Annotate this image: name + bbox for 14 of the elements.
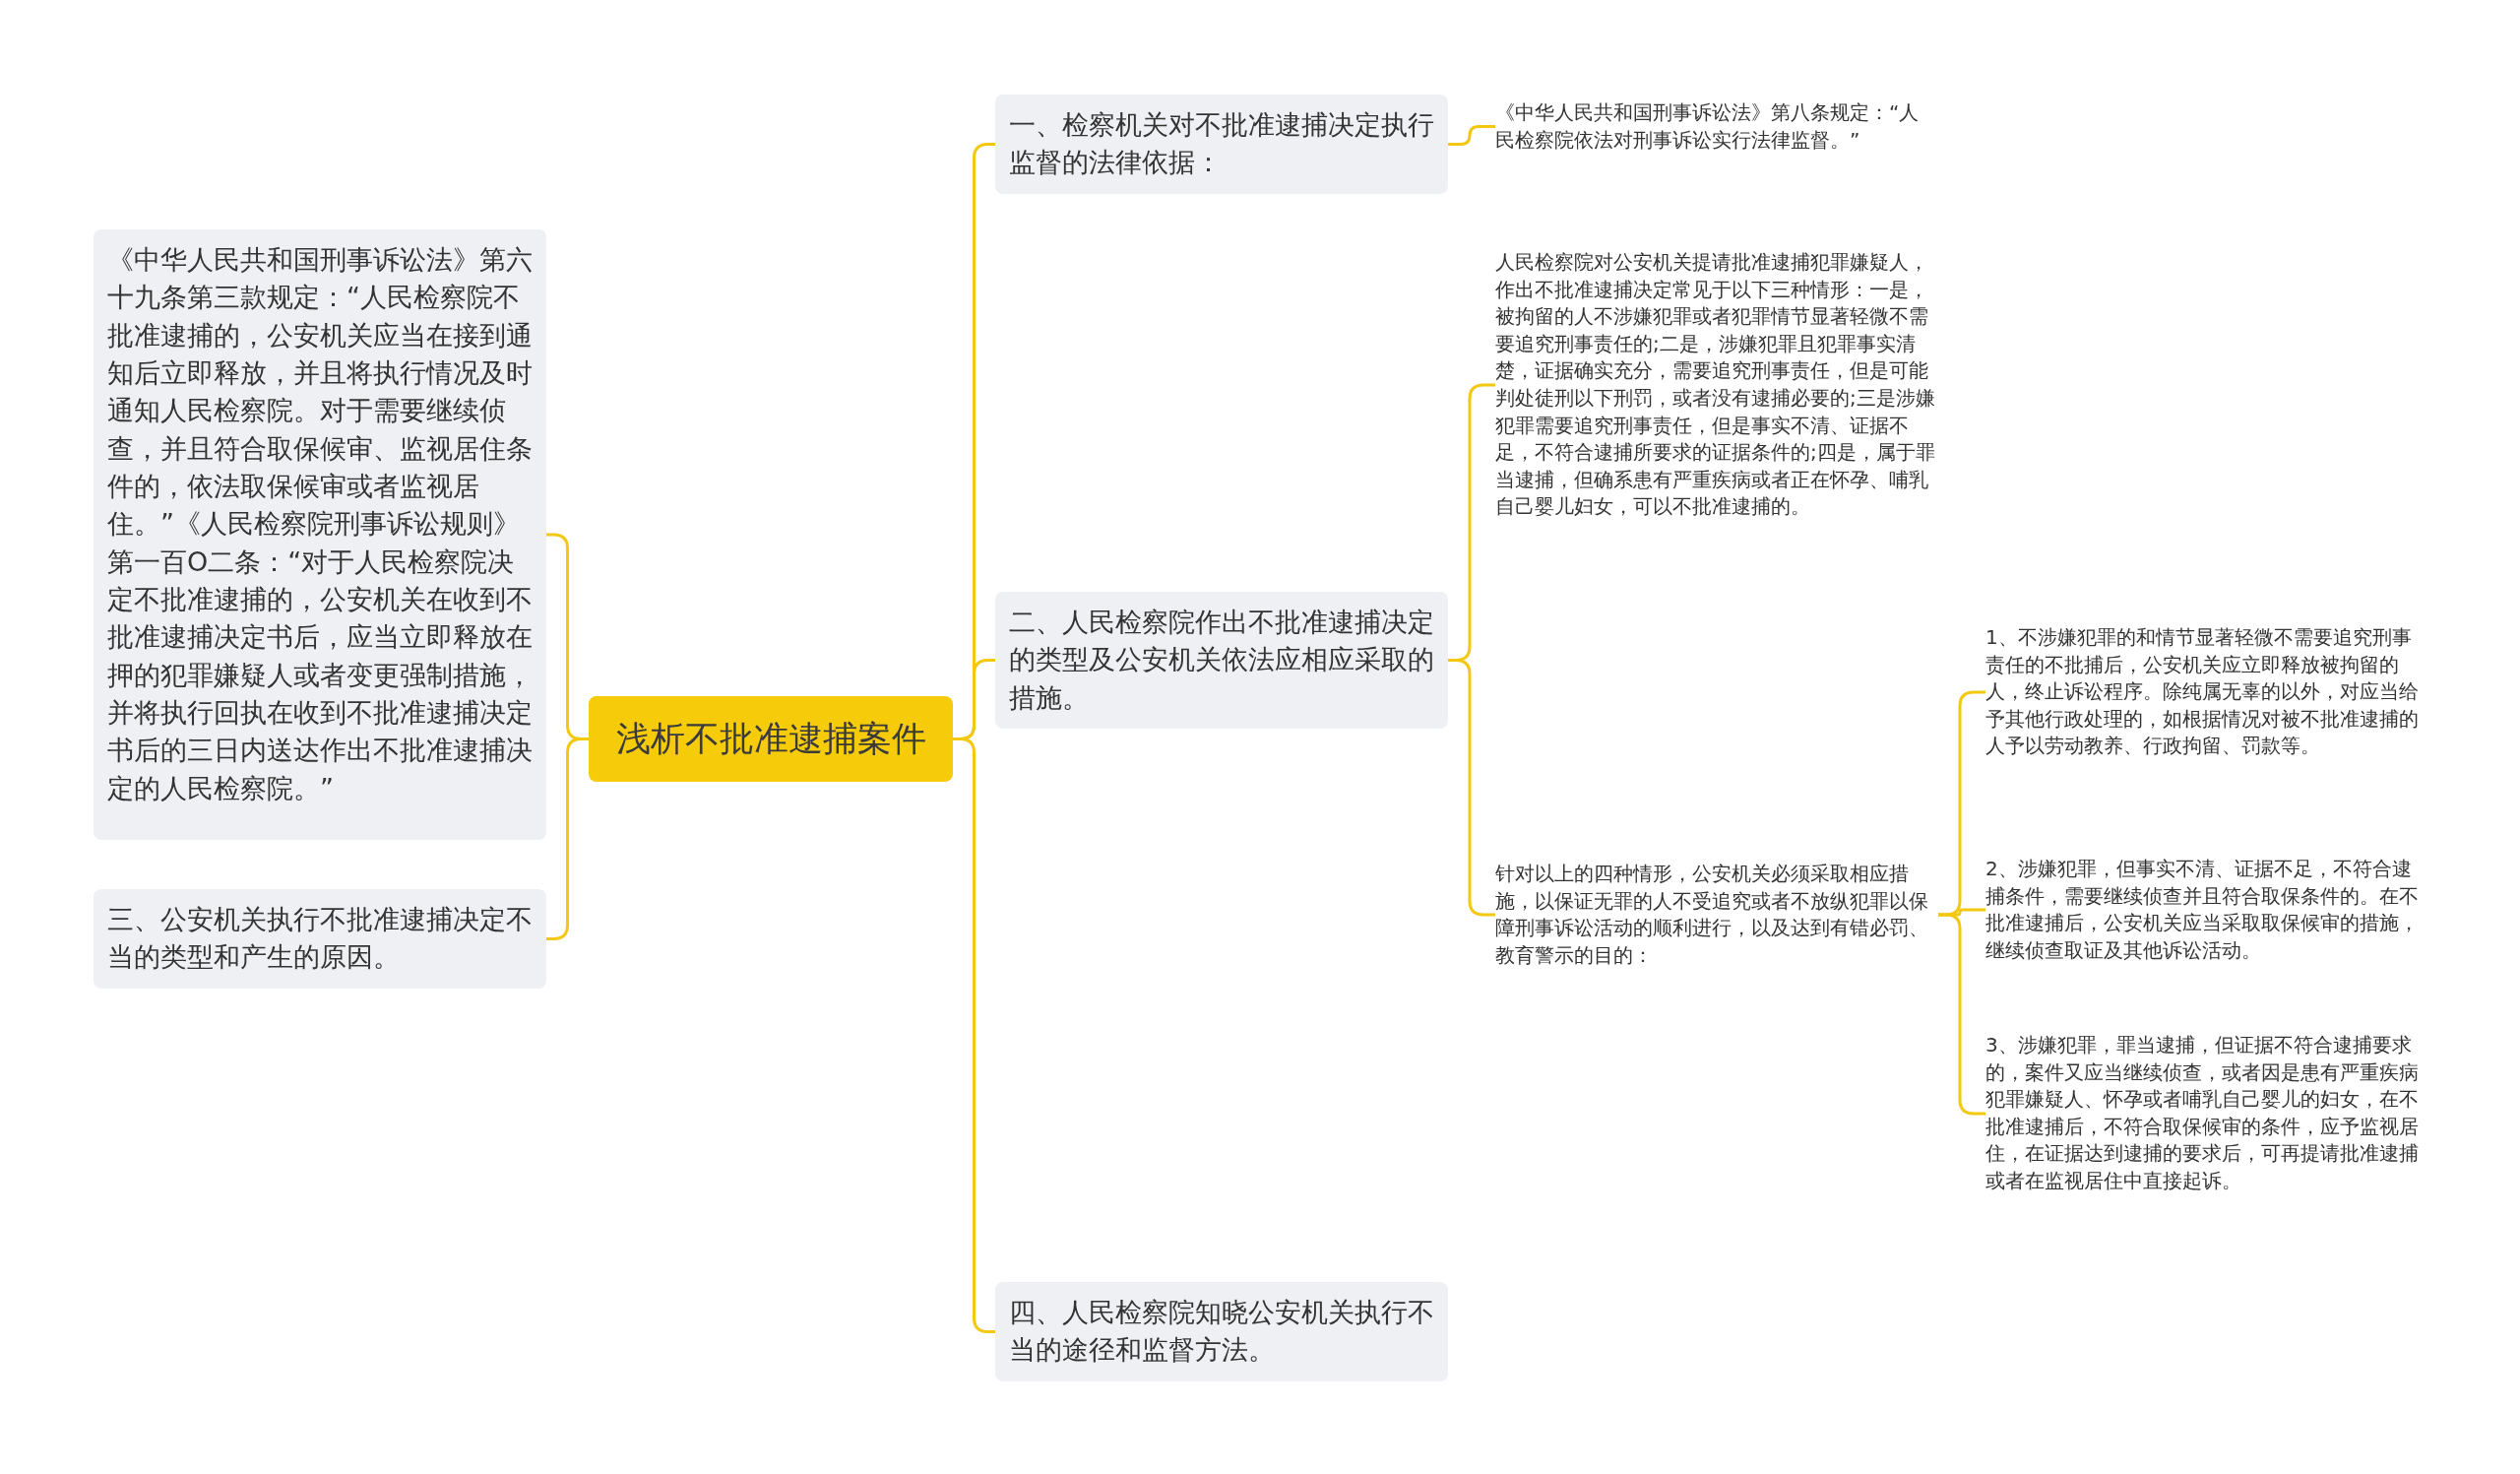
topic-text: 3、涉嫌犯罪，罪当逮捕，但证据不符合逮捕要求的，案件又应当继续侦查，或者因是患有严重疾病犯罪嫌疑人、怀孕或者哺乳自己婴儿的妇女，在不批准逮捕后，不符合取保候审的条件，应予监视居住，在证据达到逮捕的要求后，可再提请批准逮捕或者在监视居住中直接起诉。 xyxy=(1985,1032,2428,1195)
topic-text: 人民检察院对公安机关提请批准逮捕犯罪嫌疑人，作出不批准逮捕决定常见于以下三种情形：一是，被拘留的人不涉嫌犯罪或者犯罪情节显著轻微不需要追究刑事责任的;二是，涉嫌犯罪且犯罪事实清楚，证据确实充分，需要追究刑事责任，但是可能判处徒刑以下刑罚，或者没有逮捕必要的;三是涉嫌犯罪需要追究刑事责任，但是事实不清、证据不足，不符合逮捕所要求的证据条件的;四是，属于罪当逮捕，但确系患有严重疾病或者正在怀孕、哺乳自己婴儿妇女，可以不批准逮捕的。 xyxy=(1495,249,1938,521)
connector-line xyxy=(1448,125,1495,146)
central-topic: 浅析不批准逮捕案件 xyxy=(589,696,953,782)
topic-box: 《中华人民共和国刑事诉讼法》第六十九条第三款规定：“人民检察院不批准逮捕的，公安机关应当在接到通知后立即释放，并且将执行情况及时通知人民检察院。对于需要继续侦查，并且符合取保候审、监视居住条件的，依法取保候审或者监视居住。”《人民检察院刑事诉讼规则》第一百O二条：“对于人民检察院决定不批准逮捕的，公安机关在收到不批准逮捕决定书后，应当立即释放在押的犯罪嫌疑人或者变更强制措施，并将执行回执在收到不批准逮捕决定书后的三日内送达作出不批准逮捕决定的人民检察院。” xyxy=(94,229,546,840)
topic-text: 2、涉嫌犯罪，但事实不清、证据不足，不符合逮捕条件，需要继续侦查并且符合取保条件的。在不批准逮捕后，公安机关应当采取取保候审的措施，继续侦查取证及其他诉讼活动。 xyxy=(1985,856,2428,965)
topic-text: 1、不涉嫌犯罪的和情节显著轻微不需要追究刑事责任的不批捕后，公安机关应立即释放被拘留的人，终止诉讼程序。除纯属无辜的以外，对应当给予其他行政处理的，如根据情况对被不批准逮捕的人予以劳动教养、行政拘留、罚款等。 xyxy=(1985,624,2428,760)
topic-text: 《中华人民共和国刑事诉讼法》第八条规定：“人民检察院依法对刑事诉讼实行法律监督。” xyxy=(1495,99,1938,155)
topic-text: 针对以上的四种情形，公安机关必须采取相应措施，以保证无罪的人不受追究或者不放纵犯罪以保障刑事诉讼活动的顺利进行，以及达到有错必罚、教育警示的目的： xyxy=(1495,861,1938,970)
topic-box: 四、人民检察院知晓公安机关执行不当的途径和监督方法。 xyxy=(995,1282,1448,1381)
topic-box: 二、人民检察院作出不批准逮捕决定的类型及公安机关依法应相应采取的措施。 xyxy=(995,592,1448,729)
topic-box: 一、检察机关对不批准逮捕决定执行监督的法律依据： xyxy=(995,95,1448,194)
topic-box: 三、公安机关执行不批准逮捕决定不当的类型和产生的原因。 xyxy=(94,889,546,989)
connector-line xyxy=(546,737,589,940)
